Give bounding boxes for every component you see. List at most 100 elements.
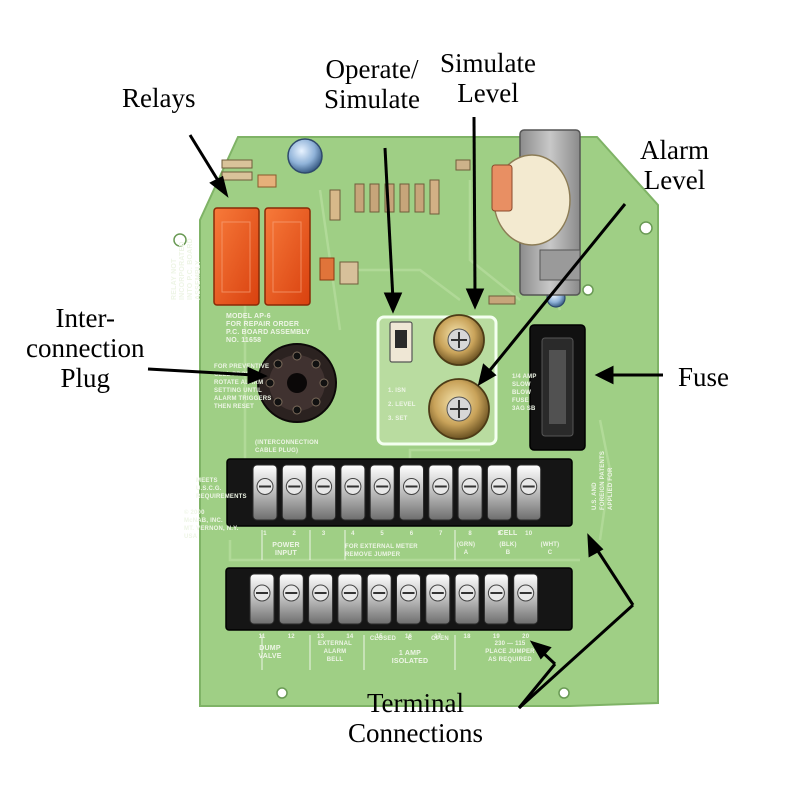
relays-arrow — [188, 134, 224, 188]
interconnection-line1: Inter- — [55, 303, 115, 333]
alarm-level-arrowhead — [477, 363, 497, 387]
fuse-label: Fuse — [678, 362, 729, 392]
terminal-arrow-upper — [517, 603, 635, 710]
resistor-cluster — [221, 159, 471, 221]
transformer — [491, 129, 581, 296]
top-terminal-screw-3 — [311, 464, 337, 521]
terminal-block-top — [226, 458, 573, 527]
relay-note-text: RELAY NOTINCORPORATEDINTO P.C. BOARDASSE… — [171, 238, 202, 300]
bottom-terminal-number-17: 17 — [434, 634, 442, 640]
bottom-terminal-screw-12 — [278, 573, 304, 625]
top-terminal-number-7: 7 — [439, 531, 443, 537]
cell-wire-A: (GRN)A — [457, 542, 475, 556]
board-printing: RELAY NOTINCORPORATEDINTO P.C. BOARDASSE… — [171, 238, 614, 665]
bottom-terminal-screw-15 — [366, 573, 392, 625]
interconnection-plug-arrow — [147, 367, 255, 377]
terminal-line1: Terminal — [366, 688, 465, 718]
top-terminal-number-1: 1 — [263, 531, 267, 537]
capacitor-top — [287, 138, 323, 174]
bottom-terminal-number-15: 15 — [376, 634, 384, 640]
alarm-level-line2: Level — [643, 165, 706, 195]
transistor — [339, 261, 359, 285]
callout-arrows — [147, 116, 663, 710]
top-terminal-number-6: 6 — [410, 531, 414, 537]
top-terminal-number-9: 9 — [498, 531, 502, 537]
top-terminal-number-2: 2 — [293, 531, 297, 537]
bottom-terminal-number-20: 20 — [522, 634, 530, 640]
alarm-level-line1: Alarm — [640, 135, 709, 165]
operate-simulate-switch — [389, 321, 413, 363]
top-terminal-number-8: 8 — [468, 531, 472, 537]
operate-simulate-arrowhead — [383, 292, 403, 314]
interconnection-line2: connection — [26, 333, 145, 363]
bottom-terminal-screw-16 — [396, 573, 421, 625]
bottom-terminal-number-18: 18 — [464, 634, 472, 640]
top-terminal-screw-1 — [252, 464, 278, 521]
bottom-terminal-number-16: 16 — [405, 634, 413, 640]
top-terminal-screw-7 — [428, 464, 454, 521]
cell-text: CELL — [498, 530, 518, 537]
operate-simulate-line1: Operate/ — [325, 54, 419, 84]
interconnection-plug-arrowhead — [247, 366, 268, 385]
bottom-terminal-screw-11 — [249, 573, 275, 625]
contact-common-text: C — [408, 636, 413, 642]
top-terminal-screw-5 — [369, 464, 395, 521]
top-terminal-screw-2 — [281, 464, 307, 521]
cell-wire-B: (BLK)B — [499, 542, 516, 556]
top-terminal-screw-6 — [399, 464, 424, 521]
top-terminal-number-3: 3 — [322, 531, 326, 537]
terminal-arrow-lower-head — [529, 640, 552, 660]
bottom-terminal-number-19: 19 — [493, 634, 501, 640]
terminal-line2: Connections — [348, 718, 483, 748]
bottom-terminal-screw-17 — [425, 573, 451, 625]
contact-closed-text: CLOSED — [370, 636, 397, 642]
bottom-terminal-screw-20 — [513, 573, 539, 625]
fuse-label-text: Fuse — [678, 362, 730, 392]
bottom-terminal-number-11: 11 — [259, 634, 266, 640]
simulate-level-line1: Simulate — [440, 48, 536, 78]
relays-label-text: Relays — [122, 83, 196, 113]
top-terminal-number-5: 5 — [380, 531, 384, 537]
bottom-terminal-number-14: 14 — [346, 634, 354, 640]
relays-label: Relays — [122, 83, 196, 113]
bottom-terminal-number-12: 12 — [288, 634, 296, 640]
contact-open-text: OPEN — [431, 636, 449, 642]
terminal-arrow-upper-head — [587, 533, 604, 558]
top-terminal-screw-9 — [486, 464, 512, 521]
relays-arrowhead — [209, 175, 229, 198]
terminal-connections-label: Terminal Connections — [348, 688, 483, 748]
interconnection-line3: Plug — [60, 363, 110, 393]
operate-simulate-arrow — [383, 147, 395, 301]
fuse-holder — [529, 324, 586, 451]
bottom-terminal-screw-19 — [483, 573, 509, 625]
interconnection-plug-label: Inter- connection Plug — [26, 303, 144, 393]
cell-wire-C: (WHT)C — [541, 542, 560, 556]
diode — [319, 257, 335, 281]
mounting-holes — [173, 221, 653, 699]
legend-dividers — [261, 530, 456, 670]
top-terminal-screw-8 — [457, 464, 483, 521]
resistor-right — [488, 295, 516, 305]
terminal-arrow-upper-branch — [592, 544, 635, 606]
top-terminal-number-10: 10 — [525, 531, 533, 537]
simulate-level-arrowhead — [465, 288, 485, 310]
top-terminal-screw-4 — [340, 464, 366, 521]
operate-simulate-label: Operate/ Simulate — [324, 54, 420, 114]
simulate-level-pot — [433, 314, 485, 366]
simulate-level-label: Simulate Level — [440, 48, 536, 108]
alarm-level-label: Alarm Level — [640, 135, 709, 195]
bottom-terminal-screw-14 — [337, 573, 363, 625]
fuse-arrowhead — [594, 365, 614, 385]
